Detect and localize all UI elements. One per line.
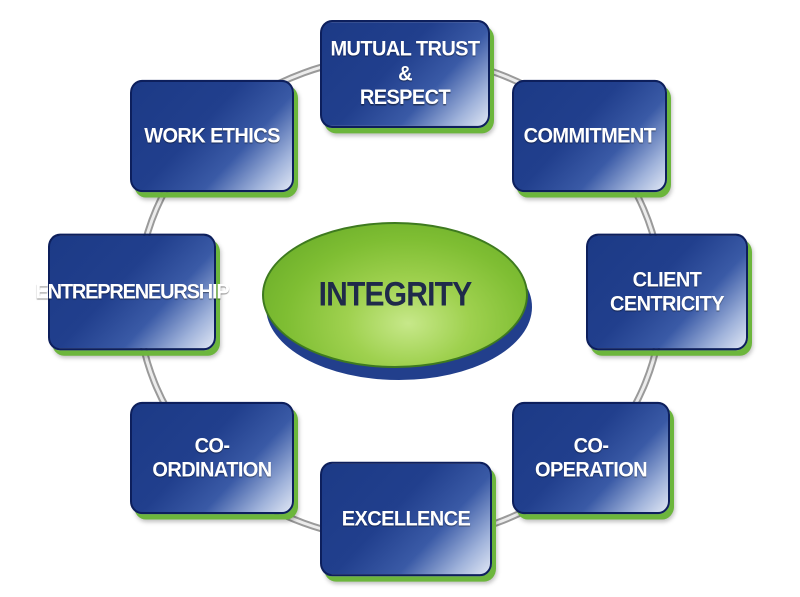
center-label: INTEGRITY xyxy=(318,275,473,314)
node-label-line: MUTUAL TRUST & xyxy=(330,37,480,86)
node-excellence: EXCELLENCE xyxy=(320,461,492,577)
center-ellipse: INTEGRITY xyxy=(262,222,528,368)
node-client-centricity: CLIENT CENTRICITY xyxy=(586,233,748,351)
node-work-ethics: WORK ETHICS xyxy=(130,79,294,193)
node-label-line: RESPECT xyxy=(359,86,451,110)
node-mutual-trust-respect: MUTUAL TRUST & RESPECT xyxy=(320,19,490,128)
node-label-line: CO-OPERATION xyxy=(534,433,648,482)
node-label-line: CENTRICITY xyxy=(609,292,725,316)
node-label-line: ENTREPRENEURSHIP xyxy=(35,279,229,304)
node-entrepreneurship: ENTREPRENEURSHIP xyxy=(35,233,230,351)
node-label-line: CO-ORDINATION xyxy=(152,433,272,482)
center-hub: INTEGRITY xyxy=(262,222,536,380)
node-label-line: COMMITMENT xyxy=(523,123,656,148)
node-label-line: WORK ETHICS xyxy=(144,123,280,148)
node-co-operation: CO-OPERATION xyxy=(512,401,670,515)
node-label-line: CLIENT xyxy=(632,267,702,292)
node-commitment: COMMITMENT xyxy=(512,79,667,193)
node-co-ordination: CO-ORDINATION xyxy=(130,401,294,515)
node-label-line: EXCELLENCE xyxy=(341,506,471,531)
